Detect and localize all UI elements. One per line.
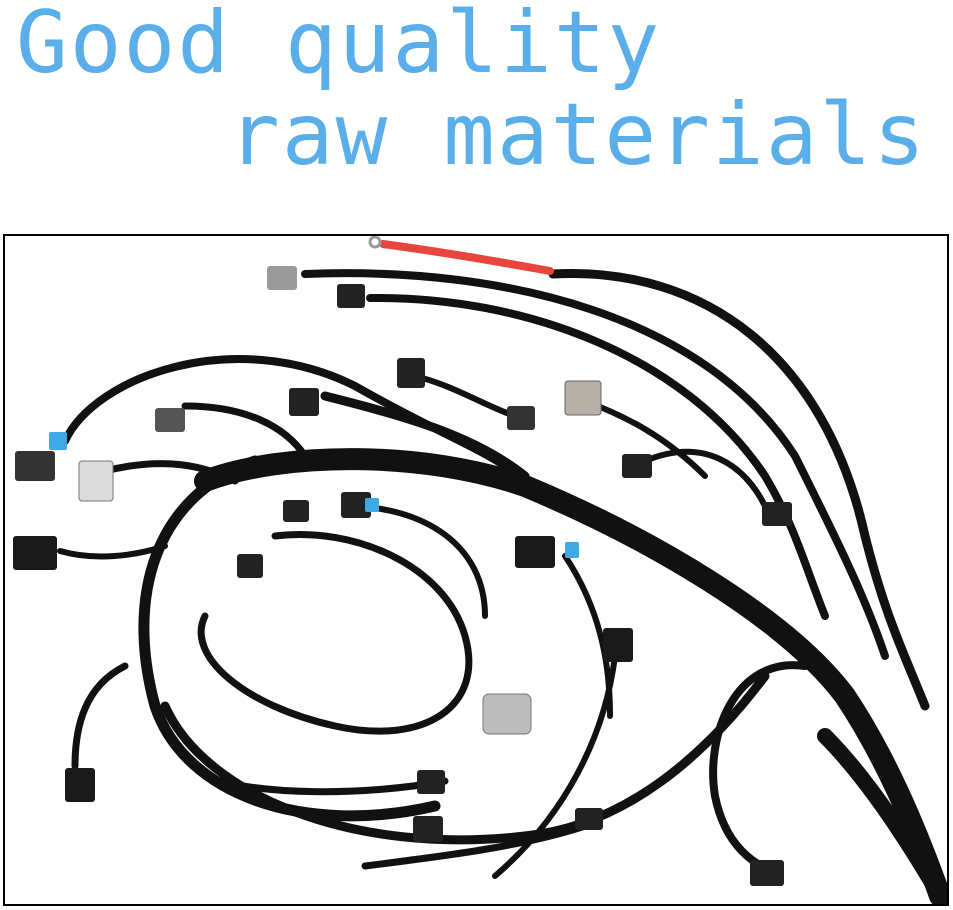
headline-line-1: Good quality [16,0,662,93]
product-photo [3,234,949,906]
wiring-harness-illustration [13,236,947,904]
headline-line-2: raw materials [228,85,928,185]
